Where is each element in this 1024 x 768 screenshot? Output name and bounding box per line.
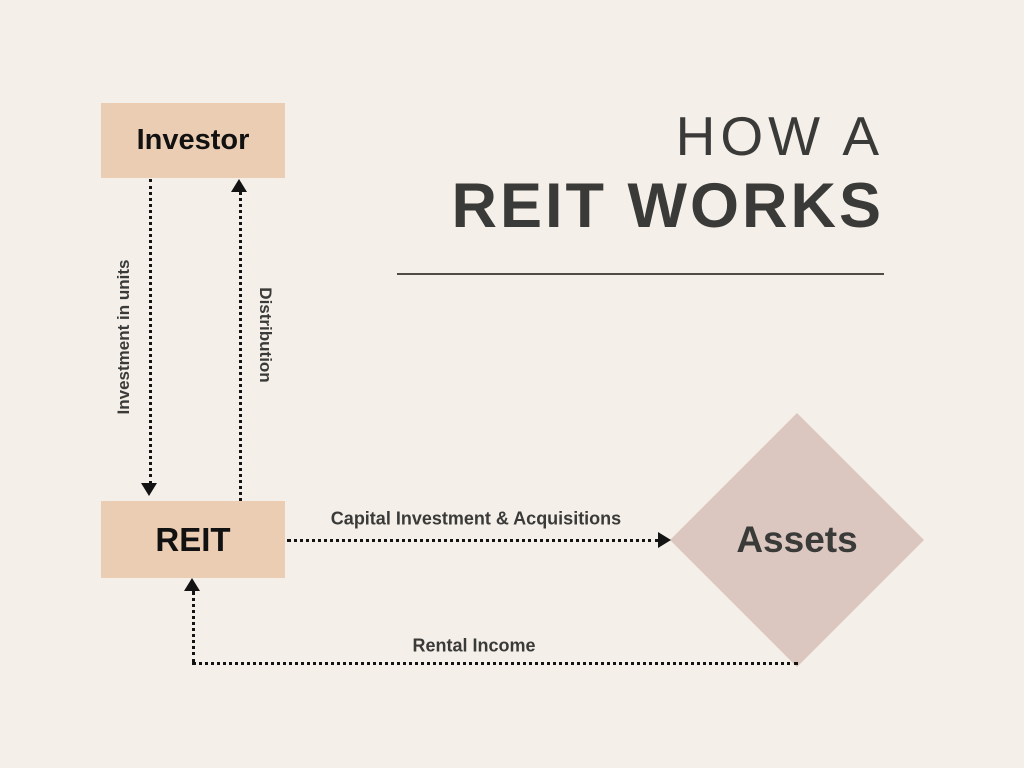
arrowhead-capital-investment (658, 532, 671, 548)
title-line-two: REIT WORKS (451, 170, 884, 241)
node-investor-label: Investor (136, 124, 250, 156)
connector-distribution (239, 192, 242, 501)
edge-label-investment-in-units: Investment in units (114, 259, 133, 415)
connector-rental-income-horizontal (192, 662, 798, 665)
node-investor[interactable]: Investor (101, 103, 285, 178)
node-assets[interactable]: Assets (670, 413, 924, 667)
arrowhead-rental-income (184, 578, 200, 591)
arrowhead-distribution (231, 179, 247, 192)
title-divider (397, 273, 884, 275)
connector-investment-in-units (149, 179, 152, 484)
node-reit-label: REIT (155, 520, 231, 558)
title-line-one: HOW A (675, 105, 884, 167)
node-assets-label: Assets (736, 519, 858, 560)
edge-label-rental-income: Rental Income (412, 635, 536, 656)
node-reit[interactable]: REIT (101, 501, 285, 578)
edge-label-capital-investment: Capital Investment & Acquisitions (330, 508, 622, 529)
page-title: HOW A REIT WORKS (397, 105, 884, 242)
connector-rental-income-vertical (192, 591, 195, 663)
edge-label-distribution: Distribution (256, 287, 275, 383)
arrowhead-investment-in-units (141, 483, 157, 496)
connector-capital-investment (287, 539, 659, 542)
